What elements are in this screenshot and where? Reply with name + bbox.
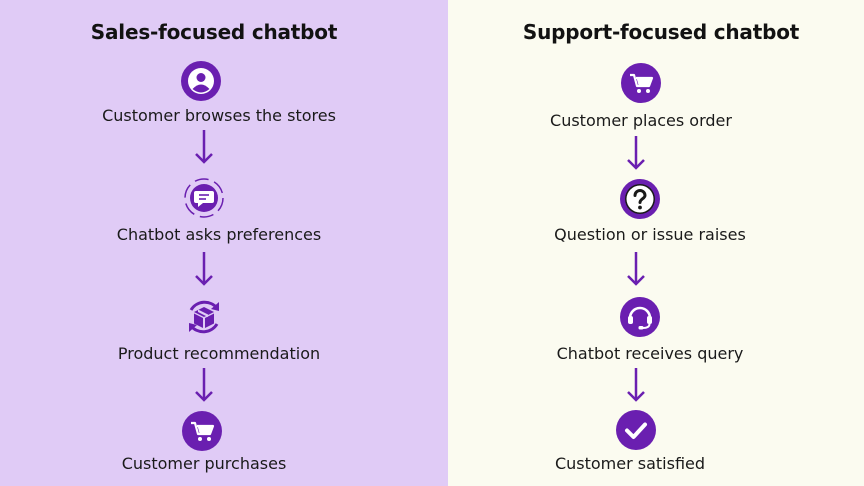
sales-step-3-label: Product recommendation bbox=[117, 344, 321, 363]
sales-panel bbox=[0, 0, 448, 486]
support-step-2-label: Question or issue raises bbox=[554, 225, 746, 244]
arrow-down-icon bbox=[625, 366, 647, 404]
sales-step-2-label: Chatbot asks preferences bbox=[116, 225, 322, 244]
sales-step-4-label: Customer purchases bbox=[121, 454, 287, 473]
user-icon bbox=[180, 60, 222, 102]
support-title: Support-focused chatbot bbox=[522, 20, 800, 44]
arrow-down-icon bbox=[193, 128, 215, 166]
arrow-down-icon bbox=[625, 250, 647, 288]
question-icon bbox=[619, 178, 661, 220]
support-step-3-label: Chatbot receives query bbox=[556, 344, 744, 363]
headset-icon bbox=[619, 296, 661, 338]
cart-icon bbox=[181, 410, 223, 452]
support-step-4-label: Customer satisfied bbox=[554, 454, 706, 473]
cart-icon bbox=[620, 62, 662, 104]
arrow-down-icon bbox=[193, 366, 215, 404]
sales-title: Sales-focused chatbot bbox=[90, 20, 338, 44]
sales-step-1-label: Customer browses the stores bbox=[102, 106, 336, 125]
check-icon bbox=[615, 409, 657, 451]
arrow-down-icon bbox=[193, 250, 215, 288]
box-refresh-icon bbox=[183, 296, 225, 338]
support-step-1-label: Customer places order bbox=[550, 111, 732, 130]
chat-bubble-icon bbox=[183, 177, 225, 219]
arrow-down-icon bbox=[625, 134, 647, 172]
